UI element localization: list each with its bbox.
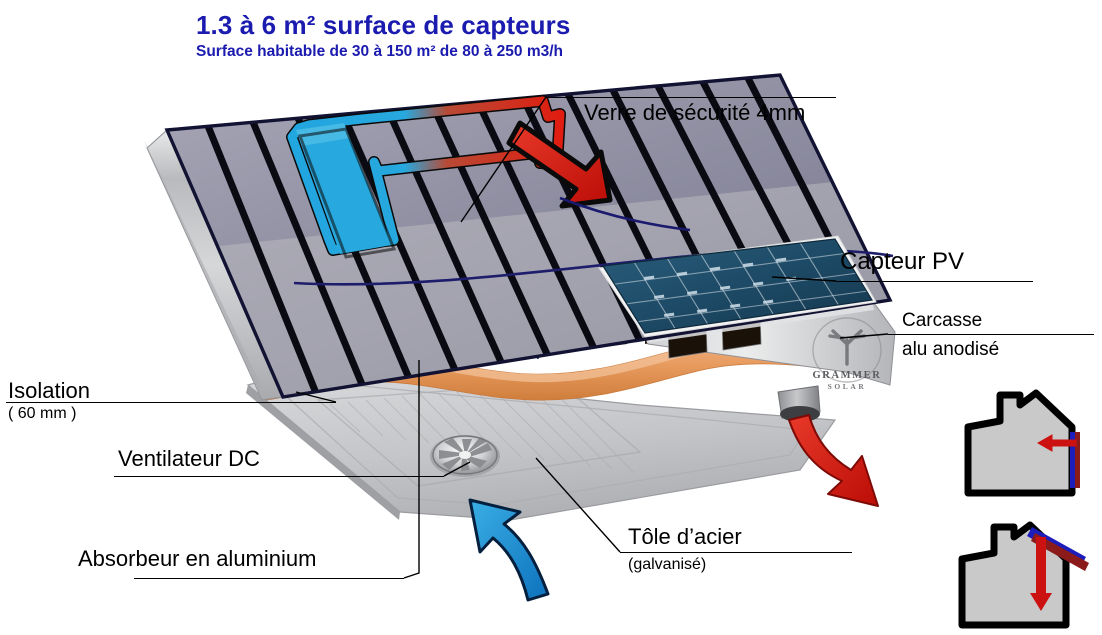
callout-absorber: Absorbeur en aluminium [78,546,317,571]
callout-rule-glass [546,97,836,98]
callout-pv: Capteur PV [840,248,965,275]
outlet-arrow-icon [788,414,879,507]
leader-glass [460,96,547,223]
callout-rule-absorber [134,578,404,579]
callout-rule-insulation [6,402,336,403]
leader-absorber [403,360,420,579]
airflow-u-arrow [286,95,613,259]
cold-air-inlet [468,498,550,602]
page-title: 1.3 à 6 m² surface de capteurs [196,10,571,40]
page-subtitle: Surface habitable de 30 à 150 m² de 80 à… [196,43,564,60]
pv-cable [559,196,691,232]
brand-sub: SOLAR [828,382,867,391]
pv-module [598,235,877,338]
warm-air-outlet [777,385,879,507]
callout-sheet-line1: Tôle d’acier [628,524,742,549]
leader-lines [295,96,889,579]
steel-back-sheet [246,369,837,521]
callout-sheet-line2: (galvanisé) [628,556,707,573]
brand-name: GRAMMER [813,370,882,381]
leader-insulation [295,391,337,403]
callout-rule-sheet [620,552,852,553]
callout-rule-fan [114,476,444,477]
fan-impeller-icon [430,435,500,477]
callout-frame-line2: alu anodisé [902,339,1000,360]
anodised-aluminium-frame: GRAMMER SOLAR [144,129,896,401]
callout-glass: Verre de sécurité 4mm [584,100,806,125]
callout-rule-pv [836,281,1033,282]
leader-sheet [535,457,621,553]
callout-insulation-line1: Isolation [8,378,90,403]
inlet-arrow-icon [468,498,550,602]
leader-frame [839,333,889,339]
leader-pv [771,276,837,282]
callout-rule-frame [888,334,1094,335]
leader-fan [443,461,471,477]
callout-fan: Ventilateur DC [118,446,260,471]
house-wall-collector-icon [964,389,1080,497]
callout-insulation-line2: ( 60 mm ) [8,405,77,422]
callout-frame-line1: Carcasse [902,310,983,331]
house-roof-collector-icon [958,521,1089,629]
